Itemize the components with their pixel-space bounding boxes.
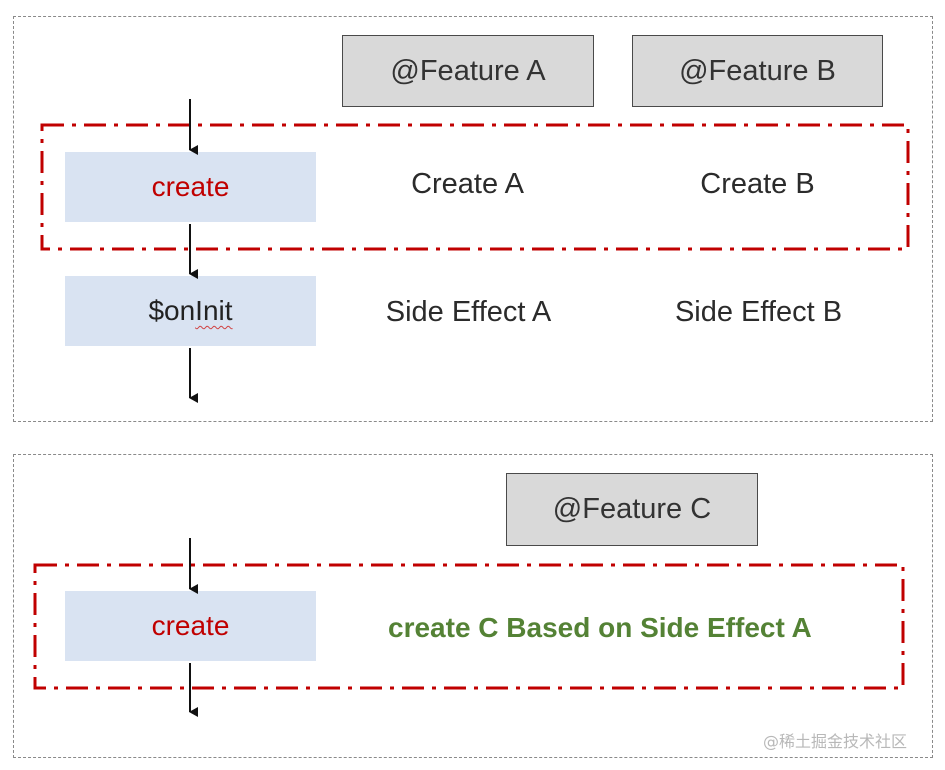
side-effect-a-text: Side Effect A	[385, 295, 552, 328]
bottom-panel	[13, 454, 933, 758]
create-step-top-label: create	[151, 171, 230, 202]
create-a-text: Create A	[411, 167, 524, 200]
oninit-step: $onInit	[65, 276, 316, 346]
oninit-suffix: Init	[195, 295, 233, 326]
feature-c-box: @Feature C	[506, 473, 758, 546]
side-effect-b-text: Side Effect B	[674, 295, 843, 328]
feature-c-label: @Feature C	[552, 493, 712, 525]
create-step-bottom: create	[65, 591, 316, 661]
feature-a-box: @Feature A	[342, 35, 594, 107]
create-c-note: create C Based on Side Effect A	[388, 612, 812, 643]
feature-b-box: @Feature B	[632, 35, 883, 107]
feature-a-label: @Feature A	[390, 54, 546, 87]
oninit-prefix: $on	[148, 295, 196, 326]
create-b-text: Create B	[700, 167, 815, 200]
oninit-label: $onInit	[148, 295, 232, 327]
feature-b-label: @Feature B	[679, 54, 836, 87]
watermark: @稀土掘金技术社区	[763, 732, 908, 751]
create-step-top: create	[65, 152, 316, 222]
create-step-bottom-label: create	[151, 610, 230, 641]
top-panel	[13, 16, 933, 422]
